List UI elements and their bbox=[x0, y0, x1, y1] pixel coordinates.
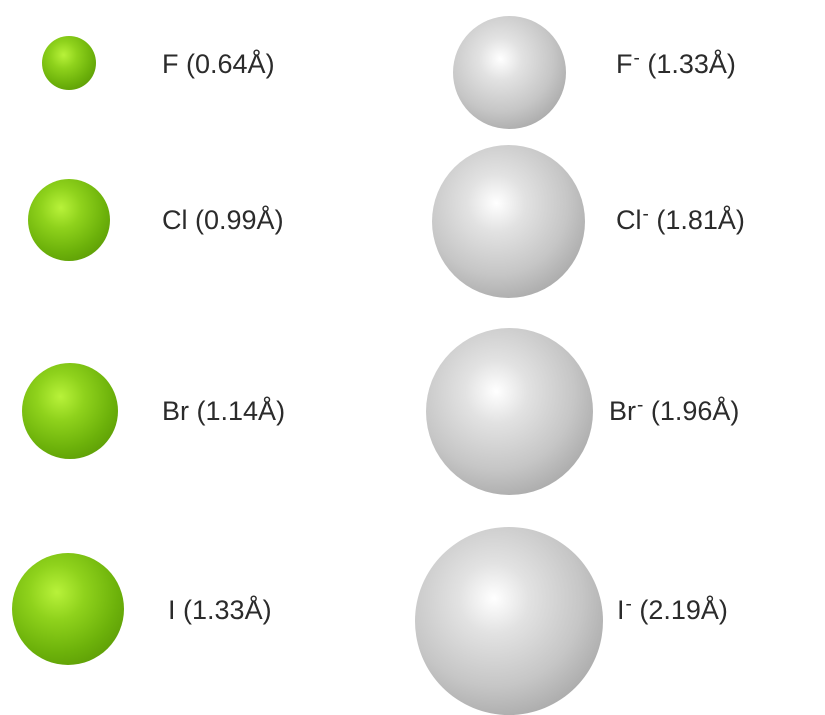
iodine-atom-sphere bbox=[12, 553, 124, 665]
bromide-ion-sphere bbox=[426, 328, 593, 495]
ion-radius: (1.33Å) bbox=[647, 49, 736, 79]
ion-charge: - bbox=[633, 48, 640, 70]
atom-radius: (1.14Å) bbox=[196, 396, 286, 426]
ion-charge: - bbox=[637, 395, 644, 417]
ion-radius: (1.96Å) bbox=[650, 396, 740, 426]
atom-symbol: F bbox=[162, 49, 179, 79]
fluoride-ion-label: F- (1.33Å) bbox=[616, 48, 736, 79]
chloride-ion-label: Cl- (1.81Å) bbox=[616, 204, 745, 235]
fluorine-atom-label: F (0.64Å) bbox=[162, 51, 275, 78]
ion-radius: (2.19Å) bbox=[639, 595, 728, 625]
ion-symbol: F bbox=[616, 49, 633, 79]
atom-radius: (0.99Å) bbox=[195, 205, 284, 235]
ion-radius: (1.81Å) bbox=[656, 205, 745, 235]
atom-symbol: Cl bbox=[162, 205, 188, 235]
ion-symbol: I bbox=[617, 595, 625, 625]
iodide-ion-label: I- (2.19Å) bbox=[617, 594, 728, 625]
bromine-atom-label: Br (1.14Å) bbox=[162, 398, 285, 425]
fluorine-atom-sphere bbox=[42, 36, 96, 90]
atom-symbol: I bbox=[168, 595, 176, 625]
ion-symbol: Br bbox=[609, 396, 636, 426]
iodine-atom-label: I (1.33Å) bbox=[168, 597, 272, 624]
chlorine-atom-label: Cl (0.99Å) bbox=[162, 207, 284, 234]
ion-charge: - bbox=[642, 204, 649, 226]
atom-radius: (0.64Å) bbox=[186, 49, 275, 79]
bromine-atom-sphere bbox=[22, 363, 118, 459]
fluoride-ion-sphere bbox=[453, 16, 566, 129]
chlorine-atom-sphere bbox=[28, 179, 110, 261]
atom-radius: (1.33Å) bbox=[183, 595, 272, 625]
ion-charge: - bbox=[625, 594, 632, 616]
chloride-ion-sphere bbox=[432, 145, 585, 298]
bromide-ion-label: Br- (1.96Å) bbox=[609, 395, 740, 426]
iodide-ion-sphere bbox=[415, 527, 603, 715]
ion-symbol: Cl bbox=[616, 205, 642, 235]
atom-symbol: Br bbox=[162, 396, 189, 426]
